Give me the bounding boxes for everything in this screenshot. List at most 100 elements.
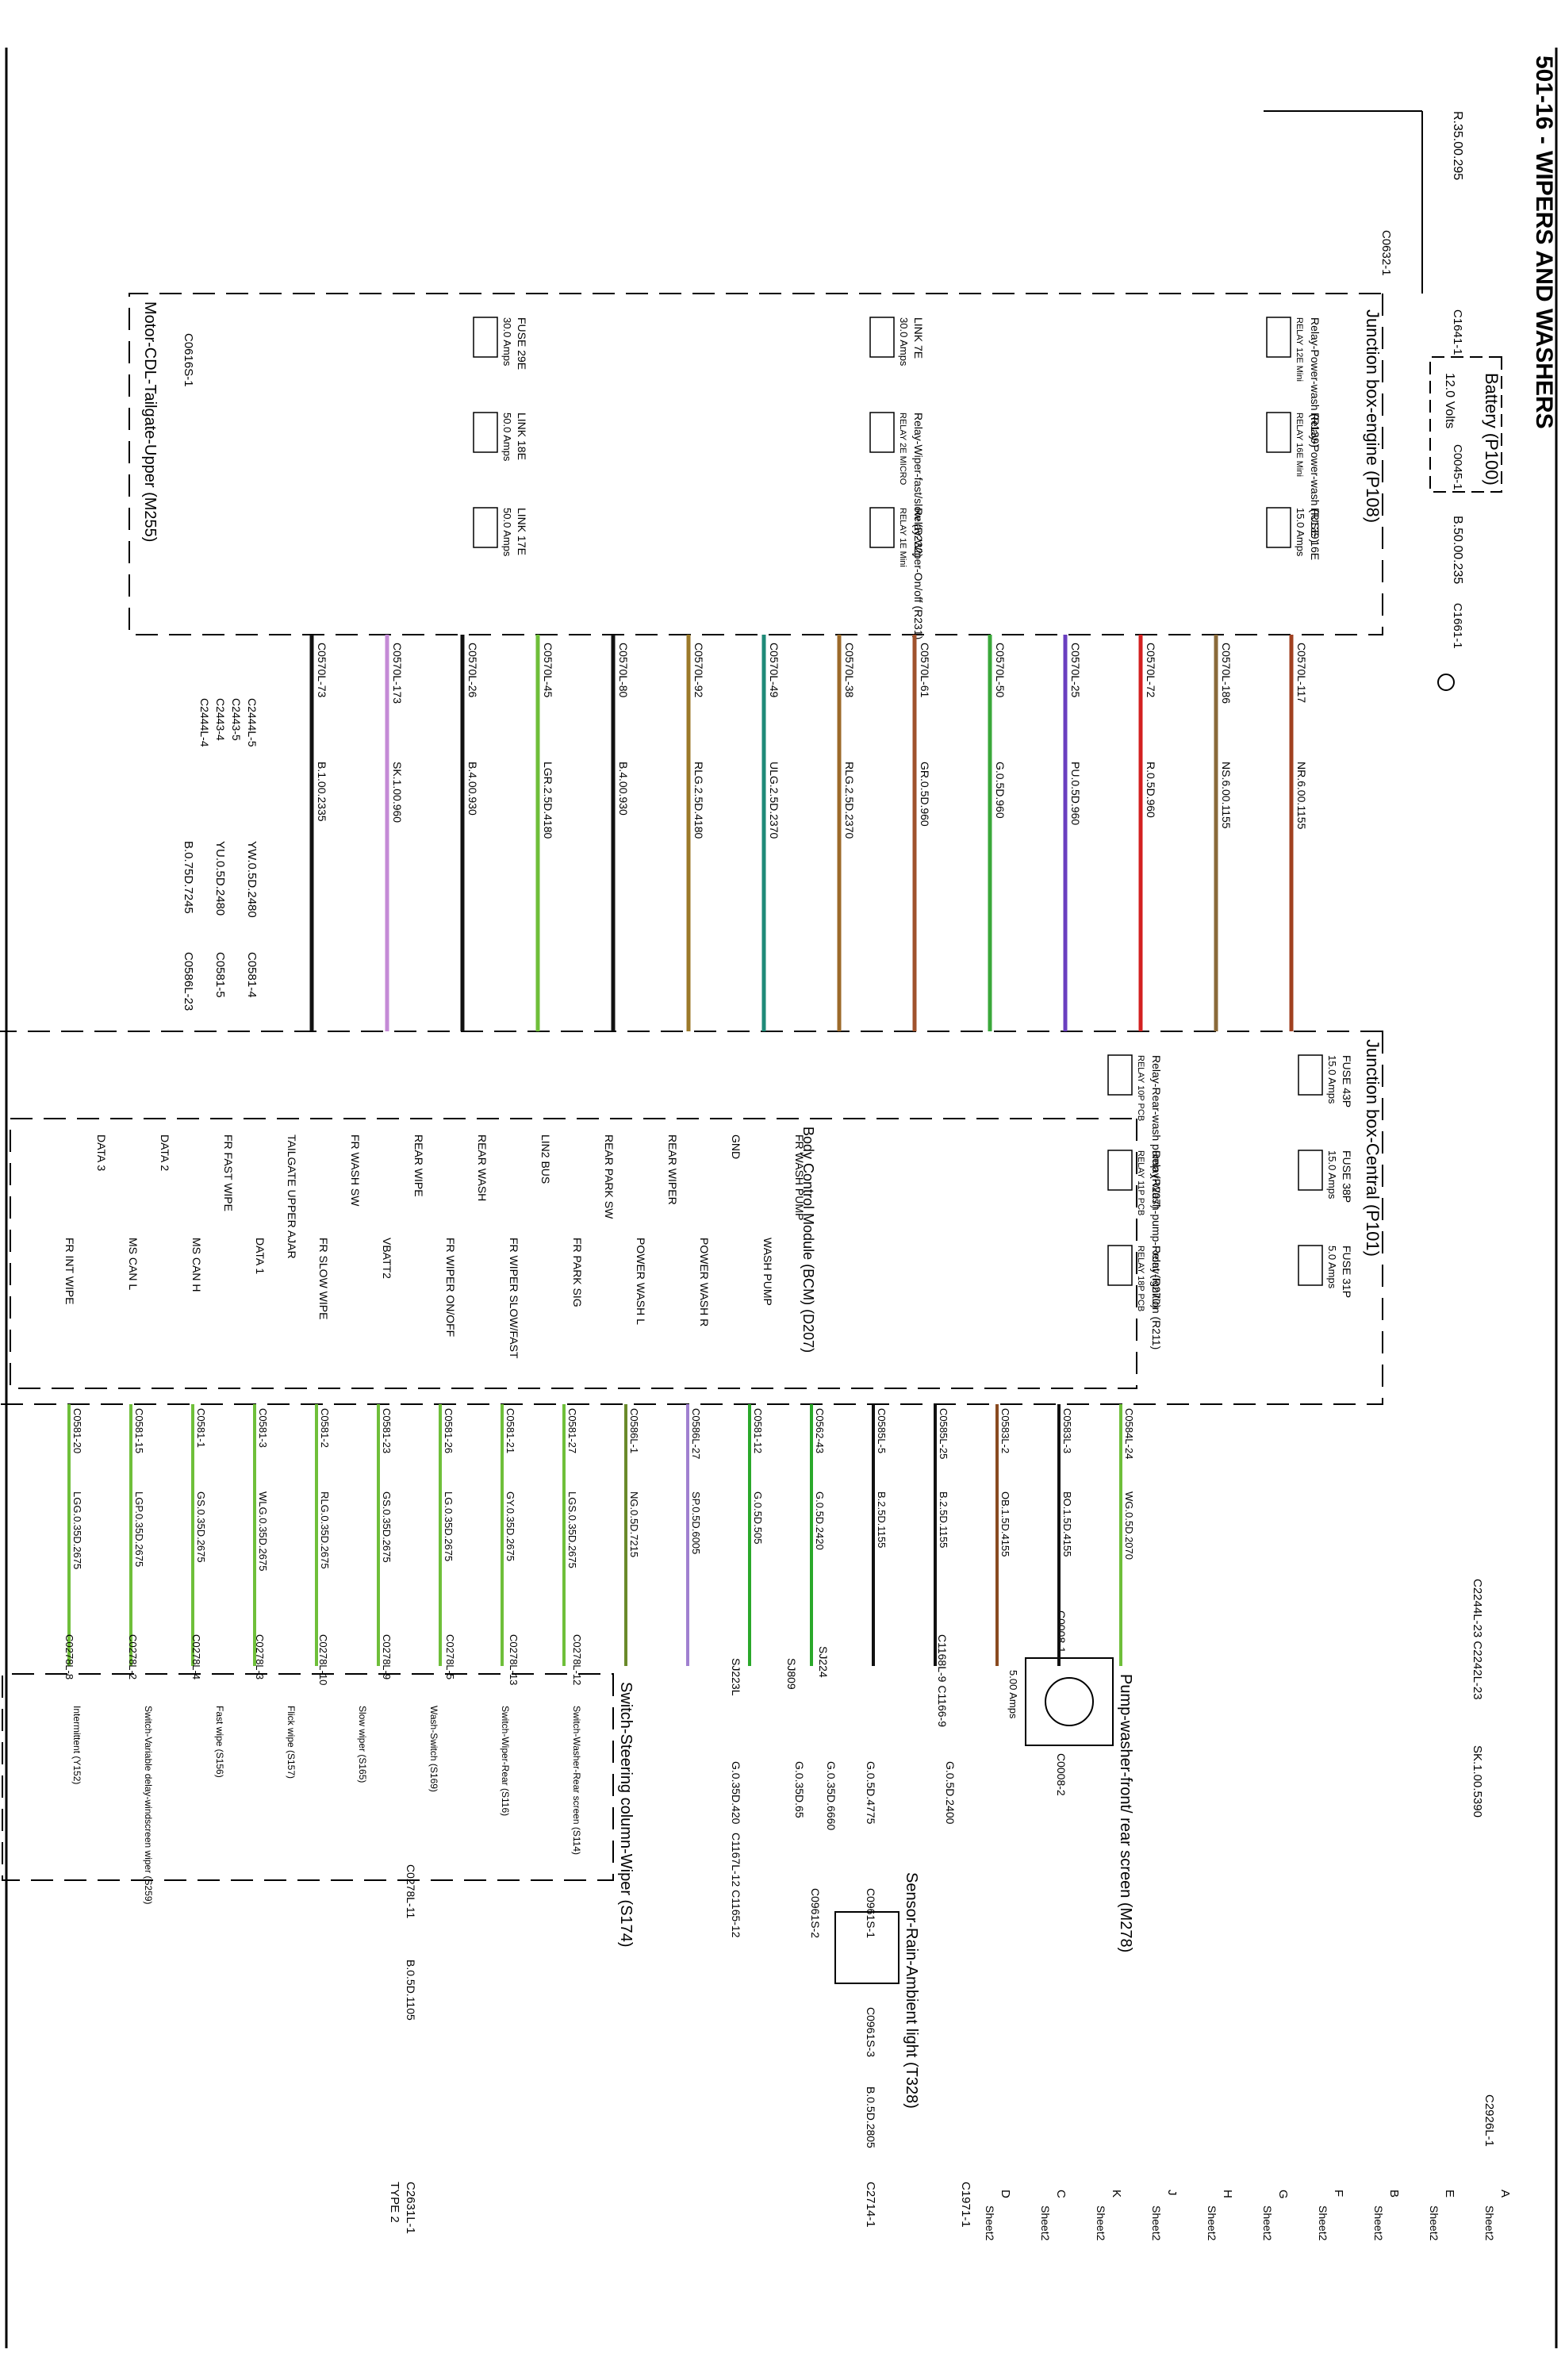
- central-component-sub-4: RELAY 11P PCB: [1136, 1150, 1145, 1215]
- sheet-ref-sheet-5: Sheet2: [1206, 2205, 1218, 2241]
- rain-connector-3: C0961S-3: [865, 2007, 877, 2057]
- splice-sj809: SJ809: [785, 1658, 798, 1690]
- bcm-module: [10, 1118, 1137, 1389]
- tailgate-motor-label: Motor-CDL-Tailgate-Upper (M255): [141, 301, 159, 542]
- bcm-pin-4: REAR WIPER: [666, 1134, 679, 1205]
- switch-item-7: Intermittent (Y152): [71, 1706, 82, 1784]
- battery-in-wire: R.35.00.295: [1451, 111, 1464, 180]
- central-wire-spec-10: GY.0.35D.2675: [504, 1491, 516, 1561]
- switch-item-4: Flick wipe (S157): [286, 1706, 297, 1779]
- bcm-pin-11: FR WIPER ON/OFF: [444, 1238, 457, 1337]
- engine-component-rating-2: 15.0 Amps: [1295, 508, 1306, 557]
- connector-c2926: C2926L-1: [1483, 2094, 1496, 2147]
- green-wire-3: G.0.35D.6660: [825, 1761, 838, 1830]
- switch-ground-connector: C0278L-11: [405, 1864, 417, 1918]
- central-wire-connector-17: C0581-20: [71, 1408, 83, 1453]
- can-h-wire: YU.0.5D.2480: [213, 841, 227, 916]
- central-wire-connector-13: C0581-2: [319, 1408, 331, 1448]
- engine-wire-connector-2: C0570L-26: [466, 643, 479, 697]
- engine-component-sub-0: RELAY 12E Mini: [1295, 317, 1304, 382]
- sheet-ref-sheet-8: Sheet2: [1039, 2205, 1052, 2241]
- engine-wire-connector-6: C0570L-49: [768, 643, 781, 697]
- engine-component-4: Relay-Wiper-fast/slow (R232): [912, 413, 925, 558]
- engine-component-symbol-8: [473, 507, 498, 548]
- bcm-pin-8: LIN2 BUS: [539, 1134, 552, 1184]
- central-wire-spec-8: NG.0.5D.7215: [628, 1491, 640, 1557]
- splice-sj223: SJ223L: [730, 1658, 742, 1696]
- central-wire-connector-6: C0581-12: [752, 1408, 764, 1453]
- green-wire-2: G.0.5D.4775: [865, 1761, 877, 1825]
- bcm-pin-15: FR SLOW WIPE: [317, 1238, 330, 1319]
- central-component-1: FUSE 38P: [1341, 1150, 1353, 1203]
- engine-wire-spec-11: R.0.5D.960: [1145, 762, 1157, 818]
- engine-wire-spec-7: RLG.2.5D.2370: [843, 762, 856, 839]
- bcm-pin-23: FR INT WIPE: [63, 1238, 76, 1305]
- central-wire-connector-9: C0581-27: [566, 1408, 578, 1453]
- central-wire-spec-5: G.0.5D.2420: [814, 1491, 826, 1550]
- tailgate-wire: B.0.75D.7245: [182, 841, 195, 914]
- bcm-pin-13: VBATT2: [381, 1238, 393, 1279]
- connector-c2443-4: C2443-4: [214, 698, 227, 741]
- engine-wire-spec-3: LGR.2.5D.4180: [542, 762, 554, 839]
- engine-wire-connector-9: C0570L-50: [994, 643, 1007, 697]
- connector-c2714: C2714-1: [864, 2182, 877, 2228]
- connector-c1167: C1167L-12 C1165-12: [730, 1833, 742, 1938]
- central-wire-connector-16: C0581-15: [133, 1408, 145, 1453]
- engine-component-0: Relay-Power-wash (R139): [1309, 317, 1321, 447]
- central-wire-connector-10: C0581-21: [504, 1408, 516, 1453]
- central-component-4: Relay-Wash-pump-Front (R270): [1150, 1150, 1163, 1308]
- central-wire-connector-0: C0584L-24: [1123, 1408, 1135, 1459]
- sheet-ref-sheet-4: Sheet2: [1261, 2205, 1274, 2241]
- central-wire-spec-14: WLG.0.35D.2675: [257, 1491, 269, 1571]
- bcm-pin-2: GND: [730, 1134, 742, 1159]
- switch-item-3: Slow wiper (S165): [357, 1706, 368, 1783]
- bcm-pin-12: REAR WIPE: [412, 1134, 425, 1197]
- page-title: 501-16 - WIPERS AND WASHERS: [1531, 56, 1557, 429]
- central-wire-spec-1: BO.1.5D.4155: [1061, 1491, 1073, 1557]
- engine-wire-connector-4: C0570L-80: [617, 643, 630, 697]
- sheet-ref-letter-0: A: [1498, 2190, 1512, 2198]
- junction-box-central: [0, 1031, 1383, 1405]
- engine-wire-connector-1: C0570L-173: [391, 643, 404, 704]
- pump-connector-2: C0008-2: [1055, 1753, 1068, 1796]
- rain-ground-wire: B.0.5D.2805: [865, 2086, 877, 2148]
- sheet-ref-sheet-3: Sheet2: [1317, 2205, 1329, 2241]
- battery-rating: 12.0 Volts: [1443, 373, 1456, 428]
- engine-component-8: LINK 17E: [516, 508, 528, 555]
- engine-wire-connector-5: C0570L-92: [692, 643, 705, 697]
- switch-connector-2: C0278L-5: [444, 1634, 456, 1679]
- central-wire-connector-14: C0581-3: [257, 1408, 269, 1448]
- link-a-connectors: C2244L-23 C2242L-23: [1471, 1579, 1484, 1700]
- engine-component-rating-7: 50.0 Amps: [501, 413, 513, 462]
- central-wire-connector-3: C0585L-25: [938, 1408, 949, 1459]
- pump-connector-1: C0008-1: [1055, 1610, 1068, 1653]
- engine-wire-spec-13: NR.6.00.1155: [1295, 762, 1308, 830]
- engine-component-7: LINK 18E: [516, 413, 528, 460]
- bcm-pin-22: DATA 3: [95, 1134, 108, 1171]
- central-component-symbol-3: [1107, 1054, 1133, 1096]
- central-wire-spec-0: WG.0.5D.2070: [1123, 1491, 1135, 1560]
- engine-component-symbol-3: [869, 317, 895, 358]
- central-component-rating-0: 15.0 Amps: [1326, 1055, 1338, 1104]
- sheet-ref-letter-6: J: [1165, 2190, 1179, 2196]
- can-l-wire: YW.0.5D.2480: [245, 841, 259, 918]
- engine-wire-connector-3: C0570L-45: [542, 643, 554, 697]
- rain-sensor-label: Sensor-Rain-Ambient light (T328): [903, 1872, 920, 2109]
- central-component-symbol-1: [1298, 1150, 1323, 1191]
- engine-wire-spec-2: B.4.00.930: [466, 762, 479, 816]
- central-wire-connector-1: C0583L-3: [1061, 1408, 1073, 1453]
- switch-connector-0: C0278L-12: [571, 1634, 583, 1685]
- bcm-pin-5: POWER WASH L: [635, 1238, 647, 1325]
- connector-c0586l-23: C0586L-23: [182, 952, 195, 1011]
- engine-component-symbol-1: [1266, 412, 1291, 453]
- rain-connector-1: C0961S-1: [865, 1888, 877, 1938]
- bcm-pin-17: DATA 1: [254, 1238, 267, 1274]
- splice-sj224: SJ224: [817, 1646, 830, 1678]
- engine-wire-spec-4: B.4.00.930: [617, 762, 630, 816]
- link-a-wire: SK.1.00.5390: [1471, 1745, 1484, 1818]
- bcm-pin-7: FR PARK SIG: [571, 1238, 584, 1307]
